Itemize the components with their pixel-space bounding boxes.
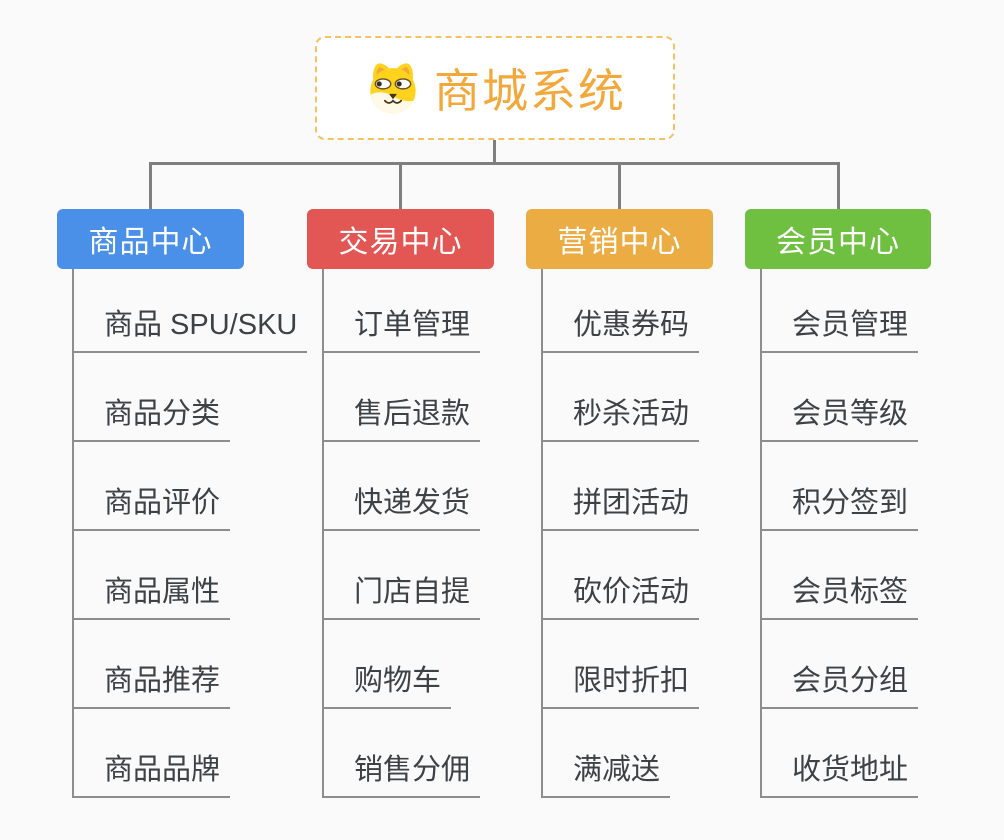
- dog-face-icon: [370, 63, 416, 114]
- branch-topic-trade-center[interactable]: 交易中心: [307, 209, 494, 269]
- leaf-topic-label: 拼团活动: [541, 479, 700, 531]
- leaf-topic[interactable]: 快递发货: [322, 442, 481, 531]
- leaf-topic[interactable]: 商品评价: [72, 442, 231, 531]
- leaf-topic[interactable]: 会员等级: [760, 353, 919, 442]
- leaf-topic[interactable]: 商品 SPU/SKU: [72, 269, 308, 353]
- leaf-topic-label: 购物车: [322, 657, 452, 709]
- leaf-topic-label: 商品评价: [72, 479, 231, 531]
- leaf-topic-label: 会员分组: [760, 657, 919, 709]
- leaf-topic[interactable]: 门店自提: [322, 531, 481, 620]
- leaf-topic-label: 优惠券码: [541, 301, 700, 353]
- branch-trunk-line: [760, 269, 762, 798]
- branch-topic-marketing-center[interactable]: 营销中心: [526, 209, 713, 269]
- branch-children-trade-center: 订单管理 售后退款 快递发货 门店自提 购物车 销售分佣: [322, 269, 481, 798]
- connector-bus-line: [149, 162, 840, 165]
- leaf-topic[interactable]: 购物车: [322, 620, 452, 709]
- leaf-topic[interactable]: 会员分组: [760, 620, 919, 709]
- leaf-topic[interactable]: 会员标签: [760, 531, 919, 620]
- leaf-topic[interactable]: 砍价活动: [541, 531, 700, 620]
- branch-topic-member-center[interactable]: 会员中心: [745, 209, 931, 269]
- leaf-topic-label: 商品品牌: [72, 746, 231, 798]
- leaf-topic[interactable]: 限时折扣: [541, 620, 700, 709]
- leaf-topic-label: 收货地址: [760, 746, 919, 798]
- leaf-topic[interactable]: 商品推荐: [72, 620, 231, 709]
- leaf-topic-label: 商品 SPU/SKU: [72, 301, 308, 353]
- connector-drop-line: [837, 162, 840, 209]
- leaf-topic-label: 会员等级: [760, 390, 919, 442]
- leaf-topic-label: 限时折扣: [541, 657, 700, 709]
- leaf-topic[interactable]: 满减送: [541, 709, 671, 798]
- connector-drop-line: [399, 162, 402, 209]
- branch-children-marketing-center: 优惠券码 秒杀活动 拼团活动 砍价活动 限时折扣 满减送: [541, 269, 700, 798]
- leaf-topic[interactable]: 订单管理: [322, 269, 481, 353]
- leaf-topic-label: 销售分佣: [322, 746, 481, 798]
- leaf-topic[interactable]: 拼团活动: [541, 442, 700, 531]
- leaf-topic-label: 商品属性: [72, 568, 231, 620]
- leaf-topic-label: 订单管理: [322, 301, 481, 353]
- branch-trunk-line: [72, 269, 74, 798]
- leaf-topic[interactable]: 售后退款: [322, 353, 481, 442]
- leaf-topic[interactable]: 秒杀活动: [541, 353, 700, 442]
- root-topic[interactable]: 商城系统: [315, 36, 675, 140]
- branch-children-product-center: 商品 SPU/SKU 商品分类 商品评价 商品属性 商品推荐 商品品牌: [72, 269, 308, 798]
- leaf-topic-label: 会员管理: [760, 301, 919, 353]
- root-topic-title: 商城系统: [434, 65, 626, 117]
- leaf-topic-label: 秒杀活动: [541, 390, 700, 442]
- connector-root-stub: [493, 140, 496, 162]
- leaf-topic[interactable]: 商品品牌: [72, 709, 231, 798]
- leaf-topic-label: 满减送: [541, 746, 671, 798]
- leaf-topic[interactable]: 收货地址: [760, 709, 919, 798]
- leaf-topic-label: 砍价活动: [541, 568, 700, 620]
- leaf-topic[interactable]: 销售分佣: [322, 709, 481, 798]
- leaf-topic-label: 积分签到: [760, 479, 919, 531]
- leaf-topic[interactable]: 商品分类: [72, 353, 231, 442]
- connector-drop-line: [618, 162, 621, 209]
- branch-trunk-line: [322, 269, 324, 798]
- leaf-topic-label: 门店自提: [322, 568, 481, 620]
- branch-children-member-center: 会员管理 会员等级 积分签到 会员标签 会员分组 收货地址: [760, 269, 919, 798]
- leaf-topic[interactable]: 会员管理: [760, 269, 919, 353]
- branch-topic-product-center[interactable]: 商品中心: [57, 209, 244, 269]
- leaf-topic[interactable]: 优惠券码: [541, 269, 700, 353]
- connector-drop-line: [149, 162, 152, 209]
- leaf-topic-label: 售后退款: [322, 390, 481, 442]
- leaf-topic[interactable]: 积分签到: [760, 442, 919, 531]
- leaf-topic[interactable]: 商品属性: [72, 531, 231, 620]
- leaf-topic-label: 会员标签: [760, 568, 919, 620]
- leaf-topic-label: 快递发货: [322, 479, 481, 531]
- branch-trunk-line: [541, 269, 543, 798]
- leaf-topic-label: 商品分类: [72, 390, 231, 442]
- leaf-topic-label: 商品推荐: [72, 657, 231, 709]
